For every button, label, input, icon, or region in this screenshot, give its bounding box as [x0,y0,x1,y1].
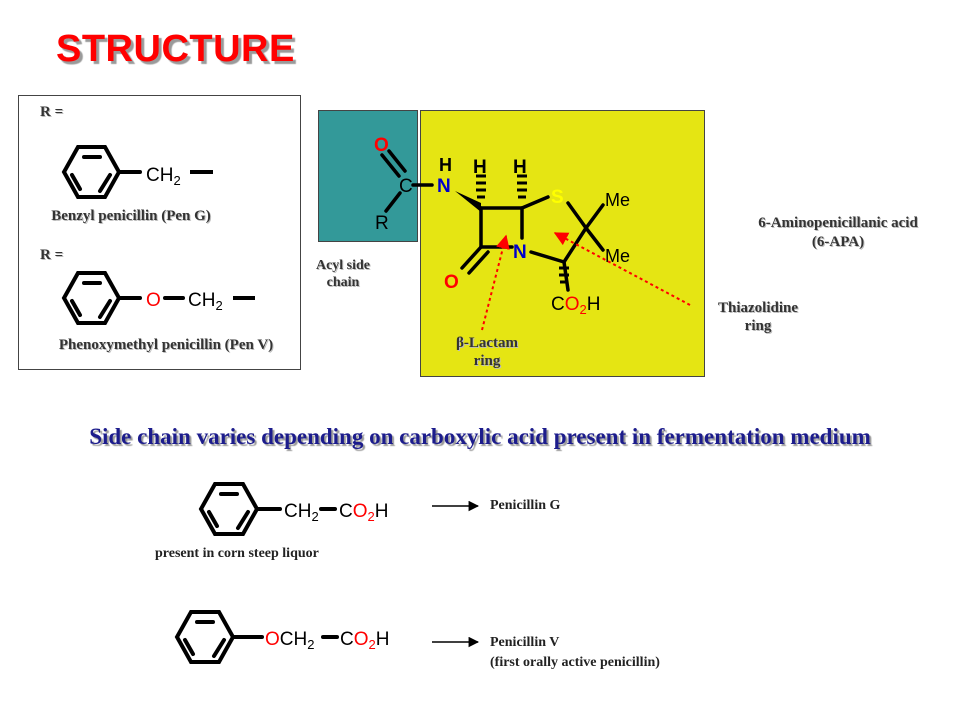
r-group-box [18,95,301,370]
penicillin-g-label: Penicillin G [490,498,561,513]
benzene-ring-icon [61,145,142,199]
phenoxy-ch2: CH2 [188,290,223,313]
6-apa-label: 6-Aminopenicillanic acid (6-APA) [728,214,948,252]
r-label-2: R = [40,247,64,263]
beta-lactam-arrow-icon [481,234,510,331]
phenoxy-o: O [146,290,161,311]
benzene-ring-icon [174,610,339,664]
benzene-ring-icon [61,271,185,325]
acyl-r: R [375,213,389,234]
acyl-oxygen: O [374,135,389,156]
methyl-2: Me [605,246,630,266]
acyl-side-chain-line2: chain [326,275,360,290]
penicillin-v-label: Penicillin V (first orally active penici… [490,633,660,673]
penicillin-v-line1: Penicillin V [490,635,560,650]
ring-nitrogen: N [513,242,527,263]
corn-steep-liquor-caption: present in corn steep liquor [155,546,319,561]
6-apa-line1: 6-Aminopenicillanic acid [758,215,918,231]
thiazolidine-arrow-icon [553,232,691,306]
core-carboxyl: CO2H [551,294,600,317]
side-chain-heading: Side chain varies depending on carboxyli… [89,424,871,449]
penicillin-v-line2: (first orally active penicillin) [490,655,660,670]
benzene-ring-icon [198,482,337,536]
amide-hydrogen: H [439,155,452,175]
acyl-carbon: C [399,176,413,197]
acyl-side-chain-label: Acyl side chain [298,257,388,291]
phenoxy-caption: Phenoxymethyl penicillin (Pen V) [58,337,274,353]
acyl-side-chain-line1: Acyl side [315,258,371,273]
reaction2-och2: OCH2 [265,629,314,652]
acyl-side-chain-box [318,110,418,242]
methyl-1: Me [605,190,630,210]
hydrogen-6: H [473,157,487,178]
thiazolidine-line2: ring [744,318,772,334]
thiazolidine-label: Thiazolidine ring [703,299,813,335]
amide-nitrogen: N [437,176,451,197]
r-label-1: R = [40,104,64,120]
beta-lactam-line1: β-Lactam [455,335,519,351]
6-apa-line2: (6-APA) [811,234,865,250]
beta-lactam-label: β-Lactam ring [437,334,537,370]
beta-lactam-line2: ring [473,353,501,369]
reaction1-ch2: CH2 [284,501,319,524]
benzyl-ch2: CH2 [146,165,181,188]
penicillin-core-structure [380,149,605,292]
page-title: STRUCTURE [56,28,295,70]
sulfur: S [551,187,564,208]
reaction1-co2h: CO2H [339,501,388,524]
benzyl-caption: Benzyl penicillin (Pen G) [51,208,211,224]
lactam-oxygen: O [444,272,459,293]
hydrogen-5: H [513,157,527,178]
thiazolidine-line1: Thiazolidine [717,300,799,316]
reaction2-co2h: CO2H [340,629,389,652]
